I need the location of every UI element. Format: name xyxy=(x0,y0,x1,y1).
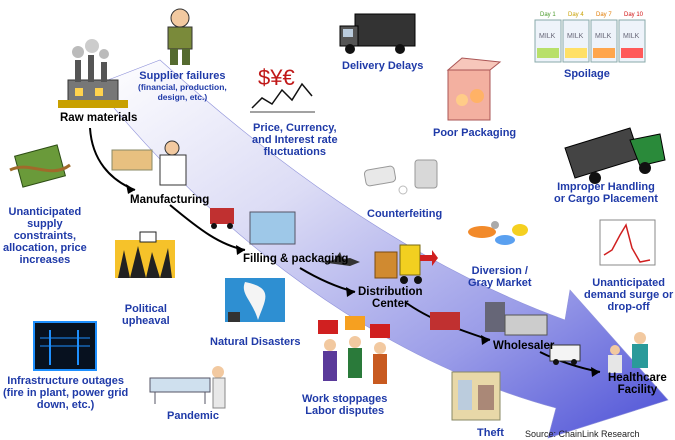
risk-diversion: Diversion / Gray Market xyxy=(468,265,532,289)
risk-political-line2: upheaval xyxy=(122,315,170,327)
risk-infrastructure-outages: Infrastructure outages (fire in plant, p… xyxy=(3,375,128,411)
power-lines-icon xyxy=(33,321,97,371)
risk-infra-line3: down, etc.) xyxy=(36,399,95,411)
svg-text:MILK: MILK xyxy=(539,33,556,40)
ambulance-icon xyxy=(549,344,581,365)
risk-handling-line1: Improper Handling xyxy=(557,181,655,193)
risk-work-stoppages: Work stoppages Labor disputes xyxy=(302,393,387,417)
risk-supply-line5: increases xyxy=(19,254,71,266)
milk-day-label-3: Day 7 xyxy=(596,12,612,18)
risk-supply-constraints: Unanticipated supply constraints, alloca… xyxy=(3,206,87,266)
money-rope-icon xyxy=(9,144,71,188)
demand-chart-icon xyxy=(599,219,656,266)
currency-chart-icon: $¥€ xyxy=(250,65,315,113)
doctor-icon xyxy=(608,332,648,373)
svg-text:MILK: MILK xyxy=(567,33,584,40)
risk-supplier-line3: design, etc.) xyxy=(157,92,208,102)
milk-cartons-icon: Day 1 Day 4 Day 7 Day 10 MILK MILK MILK … xyxy=(534,12,646,63)
risk-counterfeiting: Counterfeiting xyxy=(367,208,443,220)
theft-scene-icon xyxy=(451,371,501,421)
risk-price-line2: and Interest rate xyxy=(252,134,338,146)
risk-diversion-line2: Gray Market xyxy=(468,277,532,289)
svg-text:MILK: MILK xyxy=(595,33,612,40)
risk-demand-line2: demand surge or xyxy=(584,289,674,301)
stage-healthcare-line1: Healthcare xyxy=(608,372,667,384)
delivery-truck-icon xyxy=(339,13,416,54)
svg-text:MILK: MILK xyxy=(623,33,640,40)
airplane-icon xyxy=(320,252,360,266)
risk-poor-packaging: Poor Packaging xyxy=(433,127,517,139)
source-credit: Source: ChainLink Research xyxy=(525,429,640,439)
warehouse-icon xyxy=(430,302,548,336)
risk-handling-line2: or Cargo Placement xyxy=(554,193,658,205)
risk-delivery-delays: Delivery Delays xyxy=(342,60,424,72)
risk-work-line2: Labor disputes xyxy=(305,405,385,417)
risk-demand-line1: Unanticipated xyxy=(592,277,665,289)
risk-diversion-line1: Diversion / xyxy=(471,265,528,277)
risk-supply-line4: allocation, price xyxy=(3,242,87,254)
risk-infra-line1: Infrastructure outages xyxy=(7,375,125,387)
risk-supply-line2: supply xyxy=(27,218,63,230)
risk-improper-handling: Improper Handling or Cargo Placement xyxy=(554,181,658,205)
risk-supplier-failures: Supplier failures (financial, production… xyxy=(138,70,227,102)
worried-man-icon xyxy=(167,8,193,65)
risk-price-line1: Price, Currency, xyxy=(253,122,337,134)
stage-raw-materials: Raw materials xyxy=(60,112,138,124)
flow-arrowheads xyxy=(126,184,600,377)
stage-distribution-center: Distribution Center xyxy=(358,286,423,310)
svg-text:$¥€: $¥€ xyxy=(258,65,295,90)
risk-political-line1: Political xyxy=(124,303,167,315)
milk-day-label-1: Day 1 xyxy=(540,12,556,18)
factory-icon xyxy=(58,39,128,108)
broken-package-icon xyxy=(446,57,502,121)
stage-filling-packaging: Filling & packaging xyxy=(243,253,349,265)
risk-natural-disasters: Natural Disasters xyxy=(210,336,301,348)
cargo-truck-icon xyxy=(564,127,666,184)
hospital-bed-icon xyxy=(149,366,226,409)
stage-wholesaler: Wholesaler xyxy=(493,340,555,352)
colored-pills-icon xyxy=(468,221,528,245)
risk-theft: Theft xyxy=(477,427,504,439)
stage-distribution-line1: Distribution xyxy=(358,286,423,298)
milk-day-label-4: Day 10 xyxy=(624,12,644,18)
risk-demand-line3: drop-off xyxy=(607,301,650,313)
forklift-icon xyxy=(374,244,438,284)
risk-supplier-line2: (financial, production, xyxy=(138,82,227,92)
tornado-icon xyxy=(225,278,285,322)
risk-price-line3: fluctuations xyxy=(263,146,326,158)
supply-chain-arrow xyxy=(94,59,669,439)
risk-infra-line2: (fire in plant, power grid xyxy=(3,387,129,399)
risk-spoilage: Spoilage xyxy=(564,68,610,80)
risk-supply-line1: Unanticipated xyxy=(8,206,82,218)
lab-worker-icon xyxy=(111,140,187,186)
protest-crowd-icon xyxy=(115,231,175,278)
strikers-icon xyxy=(318,316,390,384)
stage-healthcare-line2: Facility xyxy=(617,384,658,396)
filling-machine-icon xyxy=(210,208,296,245)
milk-day-label-2: Day 4 xyxy=(568,12,584,18)
stage-manufacturing: Manufacturing xyxy=(130,194,210,206)
risk-price-currency: Price, Currency, and Interest rate fluct… xyxy=(252,122,338,158)
risk-work-line1: Work stoppages xyxy=(302,393,388,405)
risk-demand-surge: Unanticipated demand surge or drop-off xyxy=(584,277,673,313)
stage-healthcare-facility: Healthcare Facility xyxy=(608,372,667,396)
risk-supply-line3: constraints, xyxy=(13,230,77,242)
risk-political-upheaval: Political upheaval xyxy=(122,303,170,327)
stage-distribution-line2: Center xyxy=(372,298,409,310)
risk-pandemic: Pandemic xyxy=(167,410,219,422)
risk-supplier-line1: Supplier failures xyxy=(139,70,226,82)
pill-bottle-icon xyxy=(363,159,438,195)
